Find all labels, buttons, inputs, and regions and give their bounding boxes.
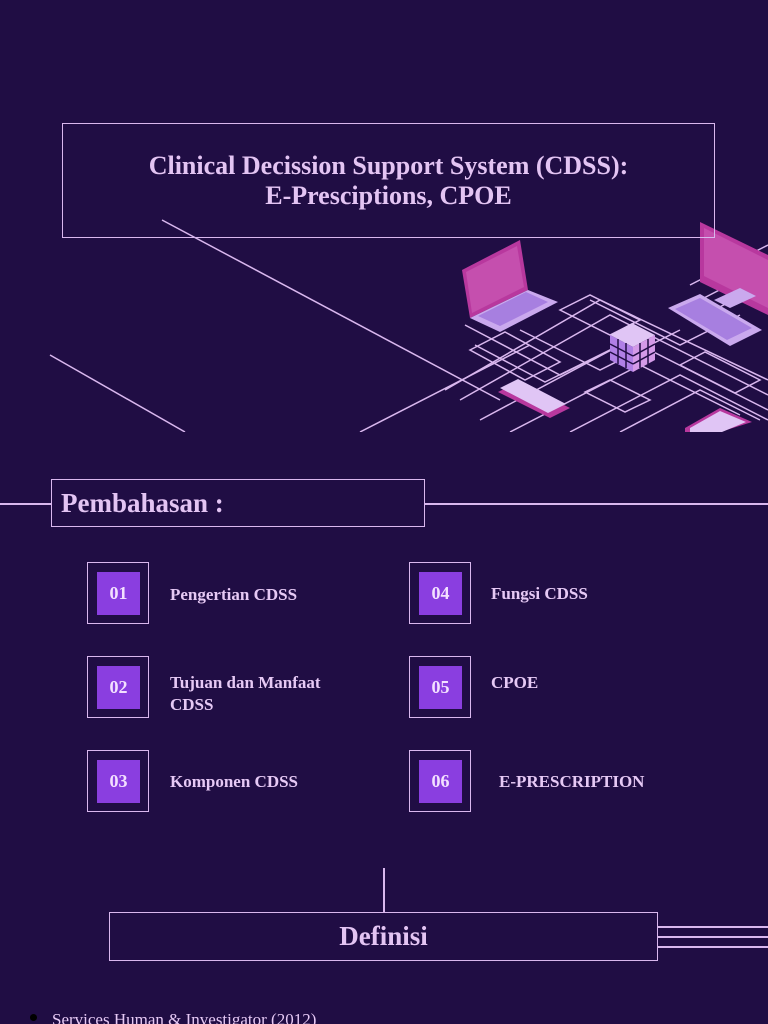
- number-frame: 06: [409, 750, 471, 812]
- isometric-devices-network-illustration: [49, 219, 768, 432]
- smartphone-icon: [498, 379, 570, 418]
- agenda-item-label: CPOE: [491, 673, 539, 692]
- definition-heading: Definisi: [109, 912, 658, 961]
- agenda-item-label: Komponen CDSS: [170, 772, 299, 791]
- title-line-1: Clinical Decission Support System (CDSS)…: [148, 150, 629, 180]
- number-frame: 02: [87, 656, 149, 718]
- number-frame: 04: [409, 562, 471, 624]
- tablet-icon: [685, 408, 752, 432]
- number-badge: 04: [419, 572, 462, 615]
- bullet-dot-icon: [30, 1014, 37, 1021]
- laptop-icon: [462, 240, 558, 332]
- connector-line-3: [658, 946, 768, 948]
- bullet-text: Services Human & Investigator (2012): [52, 1010, 317, 1024]
- agenda-slide: Pembahasan : 01 Pengertian CDSS 02 Tujua…: [0, 434, 768, 866]
- number-badge: 05: [419, 666, 462, 709]
- number-badge: 02: [97, 666, 140, 709]
- header-left-line: [0, 503, 51, 505]
- connector-line-1: [658, 926, 768, 928]
- number-frame: 01: [87, 562, 149, 624]
- title-box: Clinical Decission Support System (CDSS)…: [62, 123, 715, 238]
- number-badge: 01: [97, 572, 140, 615]
- number-badge: 06: [419, 760, 462, 803]
- agenda-heading: Pembahasan :: [51, 479, 425, 527]
- number-badge: 03: [97, 760, 140, 803]
- connector-vertical-line: [383, 868, 385, 912]
- agenda-item-label: Fungsi CDSS: [491, 584, 588, 603]
- connector-line-2: [658, 936, 768, 938]
- desktop-monitor-icon: [668, 222, 768, 346]
- header-right-line: [425, 503, 768, 505]
- agenda-item-label: Pengertian CDSS: [170, 585, 298, 604]
- number-frame: 05: [409, 656, 471, 718]
- title-line-2: E-Presciptions, CPOE: [265, 180, 512, 210]
- definition-slide: Definisi Services Human & Investigator (…: [0, 868, 768, 1024]
- title-slide: Clinical Decission Support System (CDSS)…: [0, 0, 768, 432]
- number-frame: 03: [87, 750, 149, 812]
- agenda-item-label: E-PRESCRIPTION: [499, 772, 645, 791]
- agenda-item-label: Tujuan dan Manfaat CDSS: [170, 673, 321, 714]
- cube-cluster-icon: [609, 323, 656, 372]
